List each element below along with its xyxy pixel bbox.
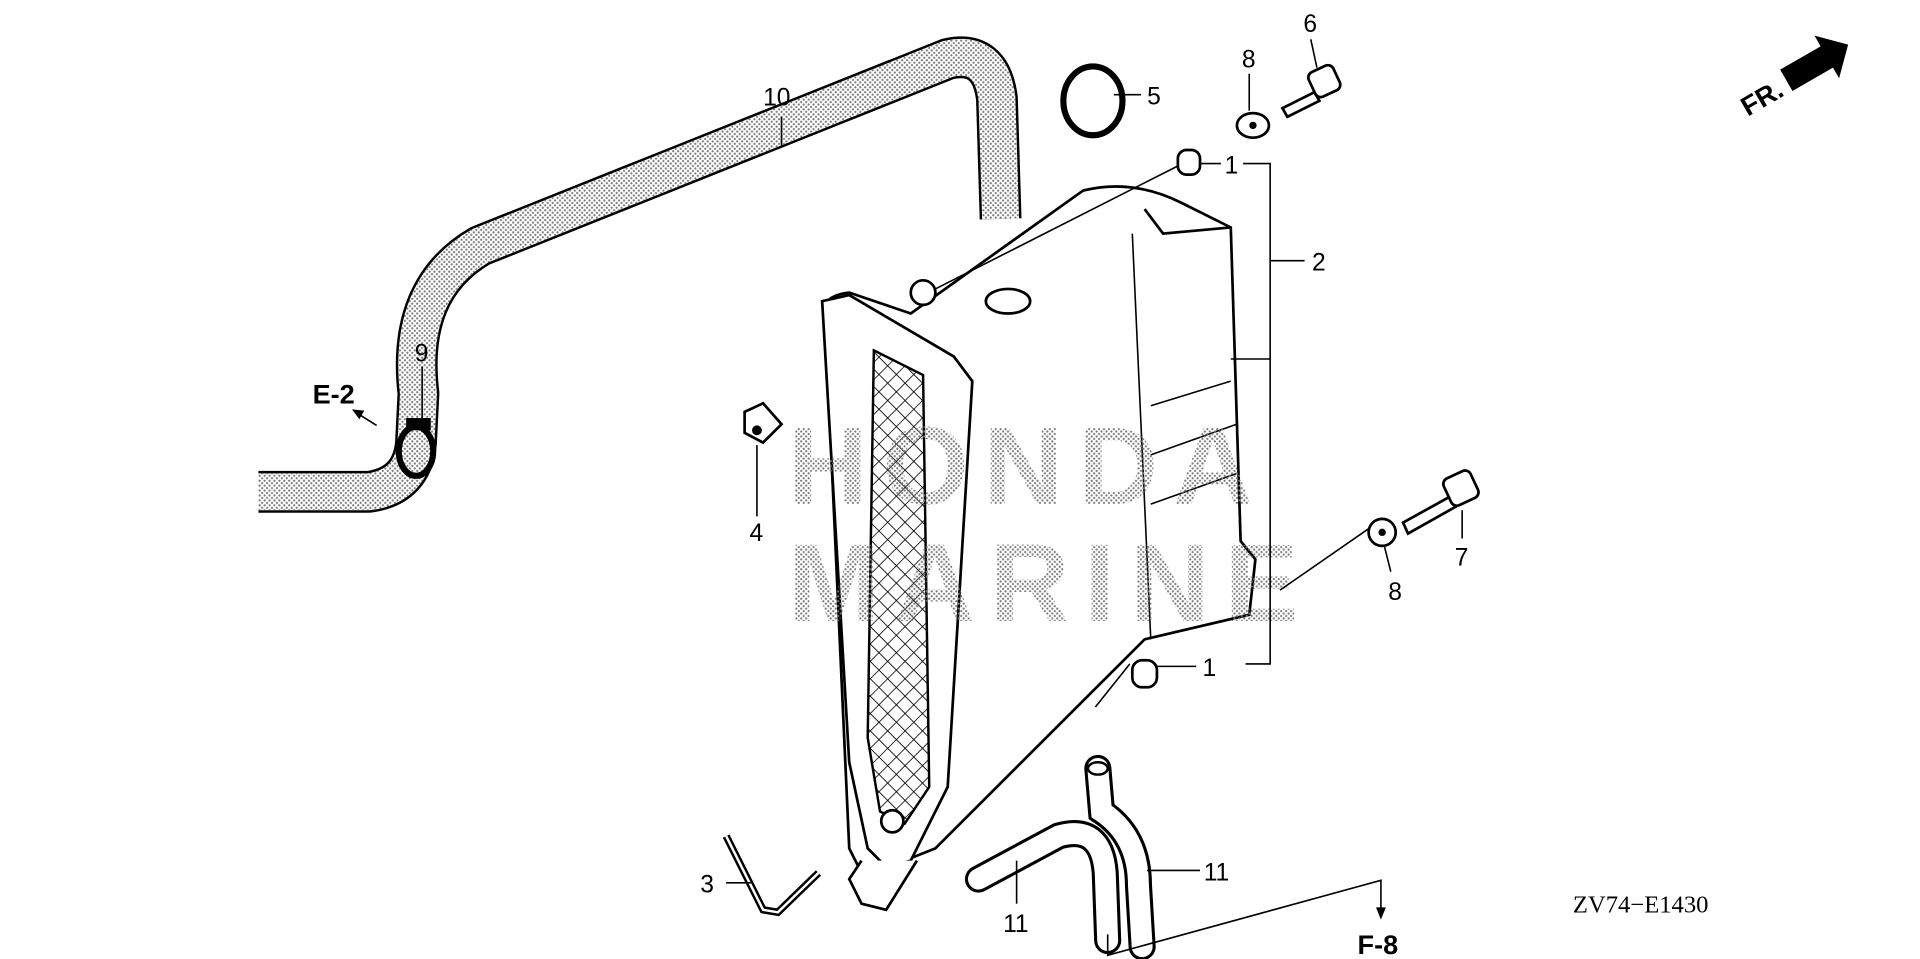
clamp-part-5 — [1060, 63, 1126, 139]
svg-text:5: 5 — [1147, 84, 1161, 111]
watermark-honda: HONDA — [788, 405, 1268, 528]
svg-text:1: 1 — [1225, 152, 1239, 179]
svg-text:11: 11 — [1003, 911, 1029, 938]
svg-text:FR.: FR. — [1736, 74, 1789, 122]
washer-part-8-top — [1235, 111, 1271, 140]
svg-text:6: 6 — [1303, 11, 1317, 38]
washer-part-8-bottom — [1367, 517, 1398, 548]
bolt-part-7 — [1401, 469, 1480, 536]
grommet-part-1-bottom — [1130, 658, 1159, 689]
wire-part-3 — [722, 834, 822, 917]
diagram-code: ZV74−E1430 — [1573, 891, 1709, 918]
front-direction-arrow-icon: FR. — [1736, 35, 1849, 122]
leader-lines — [352, 39, 1463, 957]
grommet-part-1-top — [1176, 148, 1202, 176]
filter-housing-part-2 — [820, 185, 1257, 912]
clamp-part-9 — [395, 418, 437, 479]
reference-e2[interactable]: E-2 — [313, 379, 355, 409]
svg-text:3: 3 — [700, 872, 714, 899]
svg-text:8: 8 — [1242, 47, 1256, 74]
bolt-part-6 — [1280, 63, 1342, 119]
clip-part-4 — [743, 401, 784, 445]
callout-labels: 10 5 8 6 1 2 9 4 7 8 1 3 11 11 E-2 F-8 Z… — [313, 11, 1709, 959]
svg-text:7: 7 — [1455, 545, 1469, 572]
svg-text:1: 1 — [1202, 655, 1216, 682]
reference-f8[interactable]: F-8 — [1358, 930, 1399, 959]
svg-text:8: 8 — [1388, 579, 1402, 606]
watermark-marine: MARINE — [788, 522, 1314, 645]
svg-text:9: 9 — [415, 340, 429, 367]
svg-text:2: 2 — [1312, 249, 1326, 276]
svg-text:11: 11 — [1204, 859, 1230, 886]
svg-text:4: 4 — [750, 520, 764, 547]
watermark: HONDA MARINE — [788, 405, 1314, 645]
hose-part-11 — [964, 754, 1156, 959]
svg-text:10: 10 — [763, 85, 790, 112]
